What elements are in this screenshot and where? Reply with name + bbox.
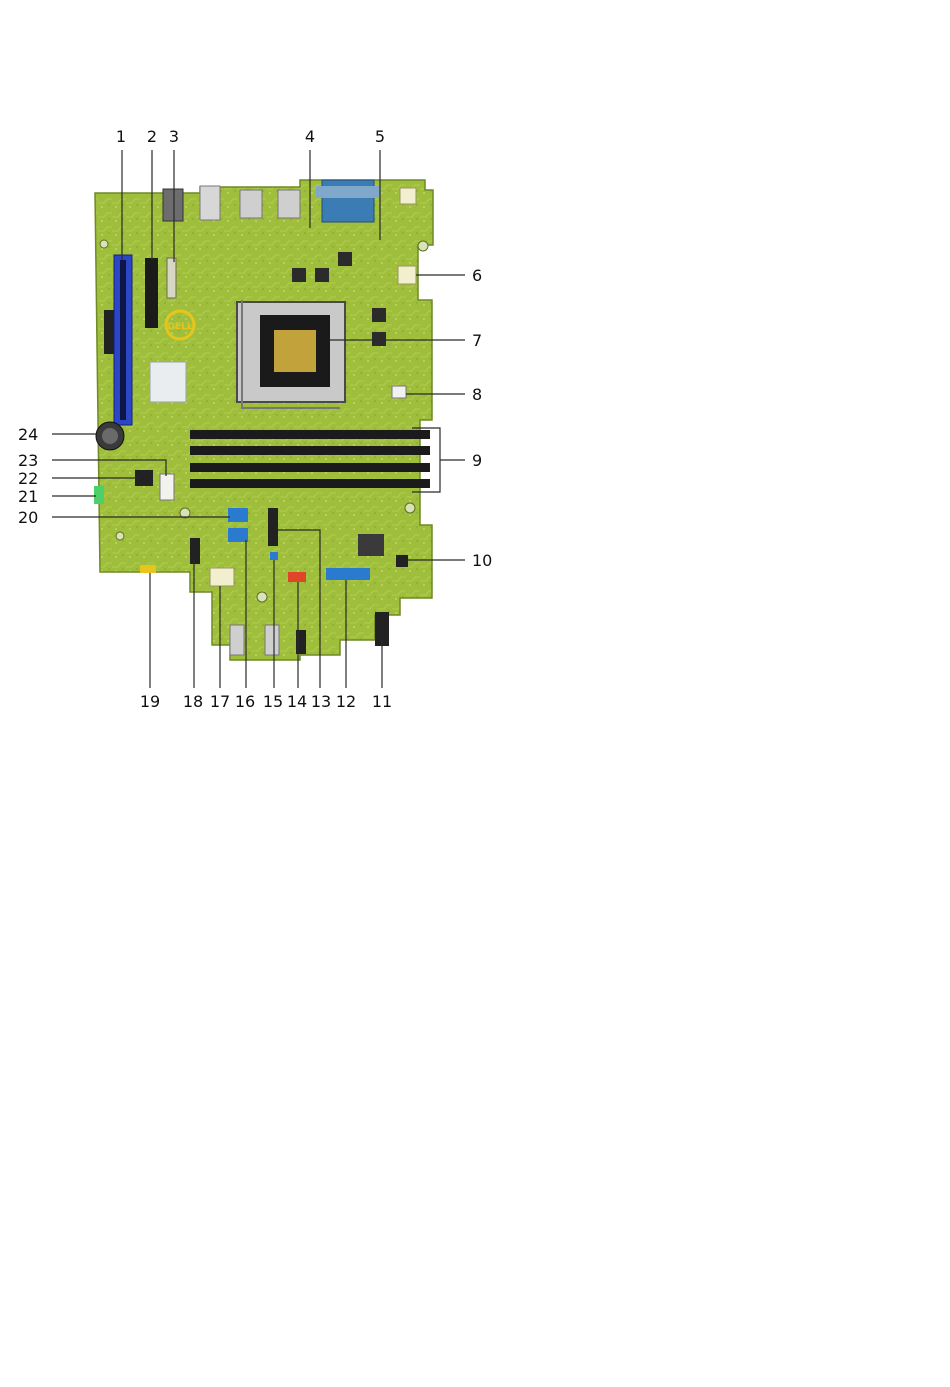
dimm-slot [190,446,430,455]
callout-18: 18 [183,692,203,711]
dimm-slot [190,463,430,472]
callout-17: 17 [210,692,230,711]
sata-connector [228,508,248,522]
m2-wlan-slot [190,538,200,564]
pcie-x16-slot-inner [120,260,126,420]
dimm-slot [190,479,430,488]
callout-5: 5 [375,127,385,146]
callout-12: 12 [336,692,356,711]
front-usb-header [326,568,370,580]
front-usb-port [230,625,244,655]
m2-connector [167,258,176,298]
callout-1: 1 [116,127,126,146]
callout-19: 19 [140,692,160,711]
front-usb-port [265,625,279,655]
mount-hole [100,240,108,248]
dimm-slot [190,430,430,439]
callout-16: 16 [235,692,255,711]
callout-7: 7 [472,331,482,350]
system-power-connector [210,568,234,586]
sd-header [140,565,156,573]
vrm-choke [372,332,386,346]
callout-21: 21 [18,487,38,506]
intrusion-switch-header [94,486,104,504]
rear-usb-port [240,190,262,218]
mount-hole [418,241,428,251]
vrm-choke [338,252,352,266]
callout-22: 22 [18,469,38,488]
callout-24: 24 [18,425,38,444]
callout-10: 10 [472,551,492,570]
vga-port-shell [316,186,380,198]
vrm-choke [372,308,386,322]
sata-connector [228,528,248,542]
password-jumper [270,552,278,560]
callout-15: 15 [263,692,283,711]
cpu-power-connector [398,266,416,284]
callout-14: 14 [287,692,307,711]
cpu-socket-pins [274,330,316,372]
callout-11: 11 [372,692,392,711]
front-panel-header [104,310,114,354]
vrm-choke [315,268,329,282]
mount-hole [405,503,415,513]
rear-usb-port [278,190,300,218]
callout-6: 6 [472,266,482,285]
speaker-header [288,572,306,582]
coin-cell-battery-cap [102,428,118,444]
dell-logo-text: DELL [167,322,192,332]
callout-23: 23 [18,451,38,470]
vrm-choke [292,268,306,282]
cpu-fan-header [392,386,406,398]
motherboard-board: DELL [94,180,433,660]
callout-3: 3 [169,127,179,146]
callout-2: 2 [147,127,157,146]
io-controller-chip [358,534,384,556]
mount-hole [116,532,124,540]
chipset-heatsink [150,362,186,402]
rear-usb-port [200,186,220,220]
callout-13: 13 [311,692,331,711]
rear-usb-port [163,189,183,221]
system-fan-header [396,555,408,567]
m2-slot [268,508,278,546]
callout-20: 20 [18,508,38,527]
board-outline [95,180,433,660]
sata-connector-left [160,474,174,500]
callout-8: 8 [472,385,482,404]
power-header-top [400,188,416,204]
callout-9: 9 [472,451,482,470]
pcie-x4-slot [145,258,158,328]
callout-4: 4 [305,127,315,146]
mount-hole [257,592,267,602]
